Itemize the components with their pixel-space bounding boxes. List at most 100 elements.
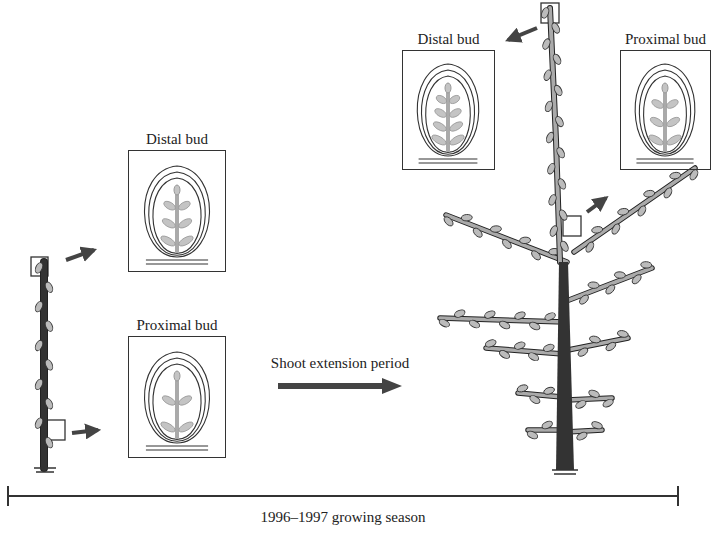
bud — [519, 237, 530, 244]
bud — [541, 420, 554, 430]
bud — [44, 436, 54, 449]
old-wood — [556, 262, 574, 470]
bud — [514, 310, 527, 320]
bud — [554, 115, 565, 128]
bud — [576, 431, 589, 442]
bud — [662, 187, 673, 200]
stem-outline — [569, 268, 652, 300]
bud-section — [145, 352, 210, 450]
bud — [584, 241, 595, 254]
bud — [34, 417, 44, 430]
bud — [472, 226, 484, 238]
bud — [453, 309, 466, 319]
bud — [484, 309, 497, 319]
bud — [591, 420, 604, 430]
bud — [438, 318, 451, 329]
stem — [569, 268, 652, 300]
bud-box: Proximal bud — [620, 50, 711, 170]
bud — [490, 225, 501, 232]
bud — [461, 214, 472, 221]
bud-section — [145, 166, 210, 264]
bud-box: Distal bud — [128, 150, 226, 272]
bud — [34, 261, 44, 274]
bud — [550, 22, 561, 35]
stem-outline — [518, 393, 562, 397]
bud — [544, 311, 557, 321]
bud — [498, 320, 511, 331]
bud-heading: Proximal bud — [136, 317, 217, 334]
bud-box: Proximal bud — [128, 336, 226, 458]
bud — [544, 100, 554, 113]
shoots — [34, 7, 700, 474]
bud — [605, 341, 618, 353]
bud — [498, 349, 511, 360]
bud-marker-squares — [31, 3, 581, 440]
bud — [577, 346, 590, 358]
bud — [588, 282, 599, 289]
bud-heading: Proximal bud — [625, 31, 706, 48]
bud — [604, 283, 616, 295]
stem — [518, 393, 562, 397]
bud-sections — [145, 64, 695, 450]
pointer-arrows — [66, 28, 606, 433]
bud-heading: Distal bud — [146, 131, 208, 148]
bud — [528, 321, 541, 332]
bud — [530, 249, 542, 261]
bud-box: Distal bud — [402, 50, 495, 170]
bud — [34, 378, 44, 391]
bud — [549, 225, 559, 238]
base — [552, 470, 578, 474]
stem — [567, 398, 612, 400]
bud — [545, 131, 555, 144]
stem-outline — [574, 168, 695, 252]
season-bar — [8, 486, 678, 506]
stem-outline — [567, 398, 612, 400]
bud — [540, 7, 550, 20]
bud-section — [417, 64, 478, 163]
bud — [44, 359, 54, 372]
bud — [44, 397, 54, 410]
bud — [34, 300, 44, 313]
bud — [547, 194, 557, 207]
bud — [558, 209, 569, 222]
bud — [589, 335, 601, 344]
bud — [543, 69, 553, 82]
bud — [541, 38, 551, 51]
bud — [44, 281, 54, 294]
bud — [636, 205, 647, 218]
stem — [446, 215, 567, 262]
bud — [591, 226, 603, 234]
extension-arrow — [278, 378, 402, 394]
bud — [643, 190, 655, 198]
bud — [501, 238, 513, 250]
base — [34, 468, 56, 472]
bud — [516, 384, 529, 394]
bud — [484, 338, 497, 348]
bud — [578, 293, 590, 305]
bud — [631, 273, 643, 285]
bud — [529, 394, 542, 405]
bud — [553, 84, 564, 97]
bud — [617, 208, 629, 216]
bud — [514, 341, 527, 351]
bud-section — [635, 64, 695, 163]
stem-outline — [446, 215, 567, 262]
bud — [614, 271, 625, 278]
bud — [442, 215, 454, 227]
bud — [575, 399, 588, 410]
bud — [610, 223, 621, 236]
bud — [468, 319, 481, 330]
bud-heading: Distal bud — [417, 31, 479, 48]
bud — [557, 178, 568, 191]
bud — [669, 172, 681, 180]
bud — [617, 330, 629, 339]
bud — [546, 162, 556, 175]
bud — [688, 168, 699, 181]
bud — [34, 339, 44, 352]
bud — [552, 53, 563, 66]
bud — [526, 430, 539, 440]
bud — [44, 320, 54, 333]
stem — [574, 168, 695, 252]
